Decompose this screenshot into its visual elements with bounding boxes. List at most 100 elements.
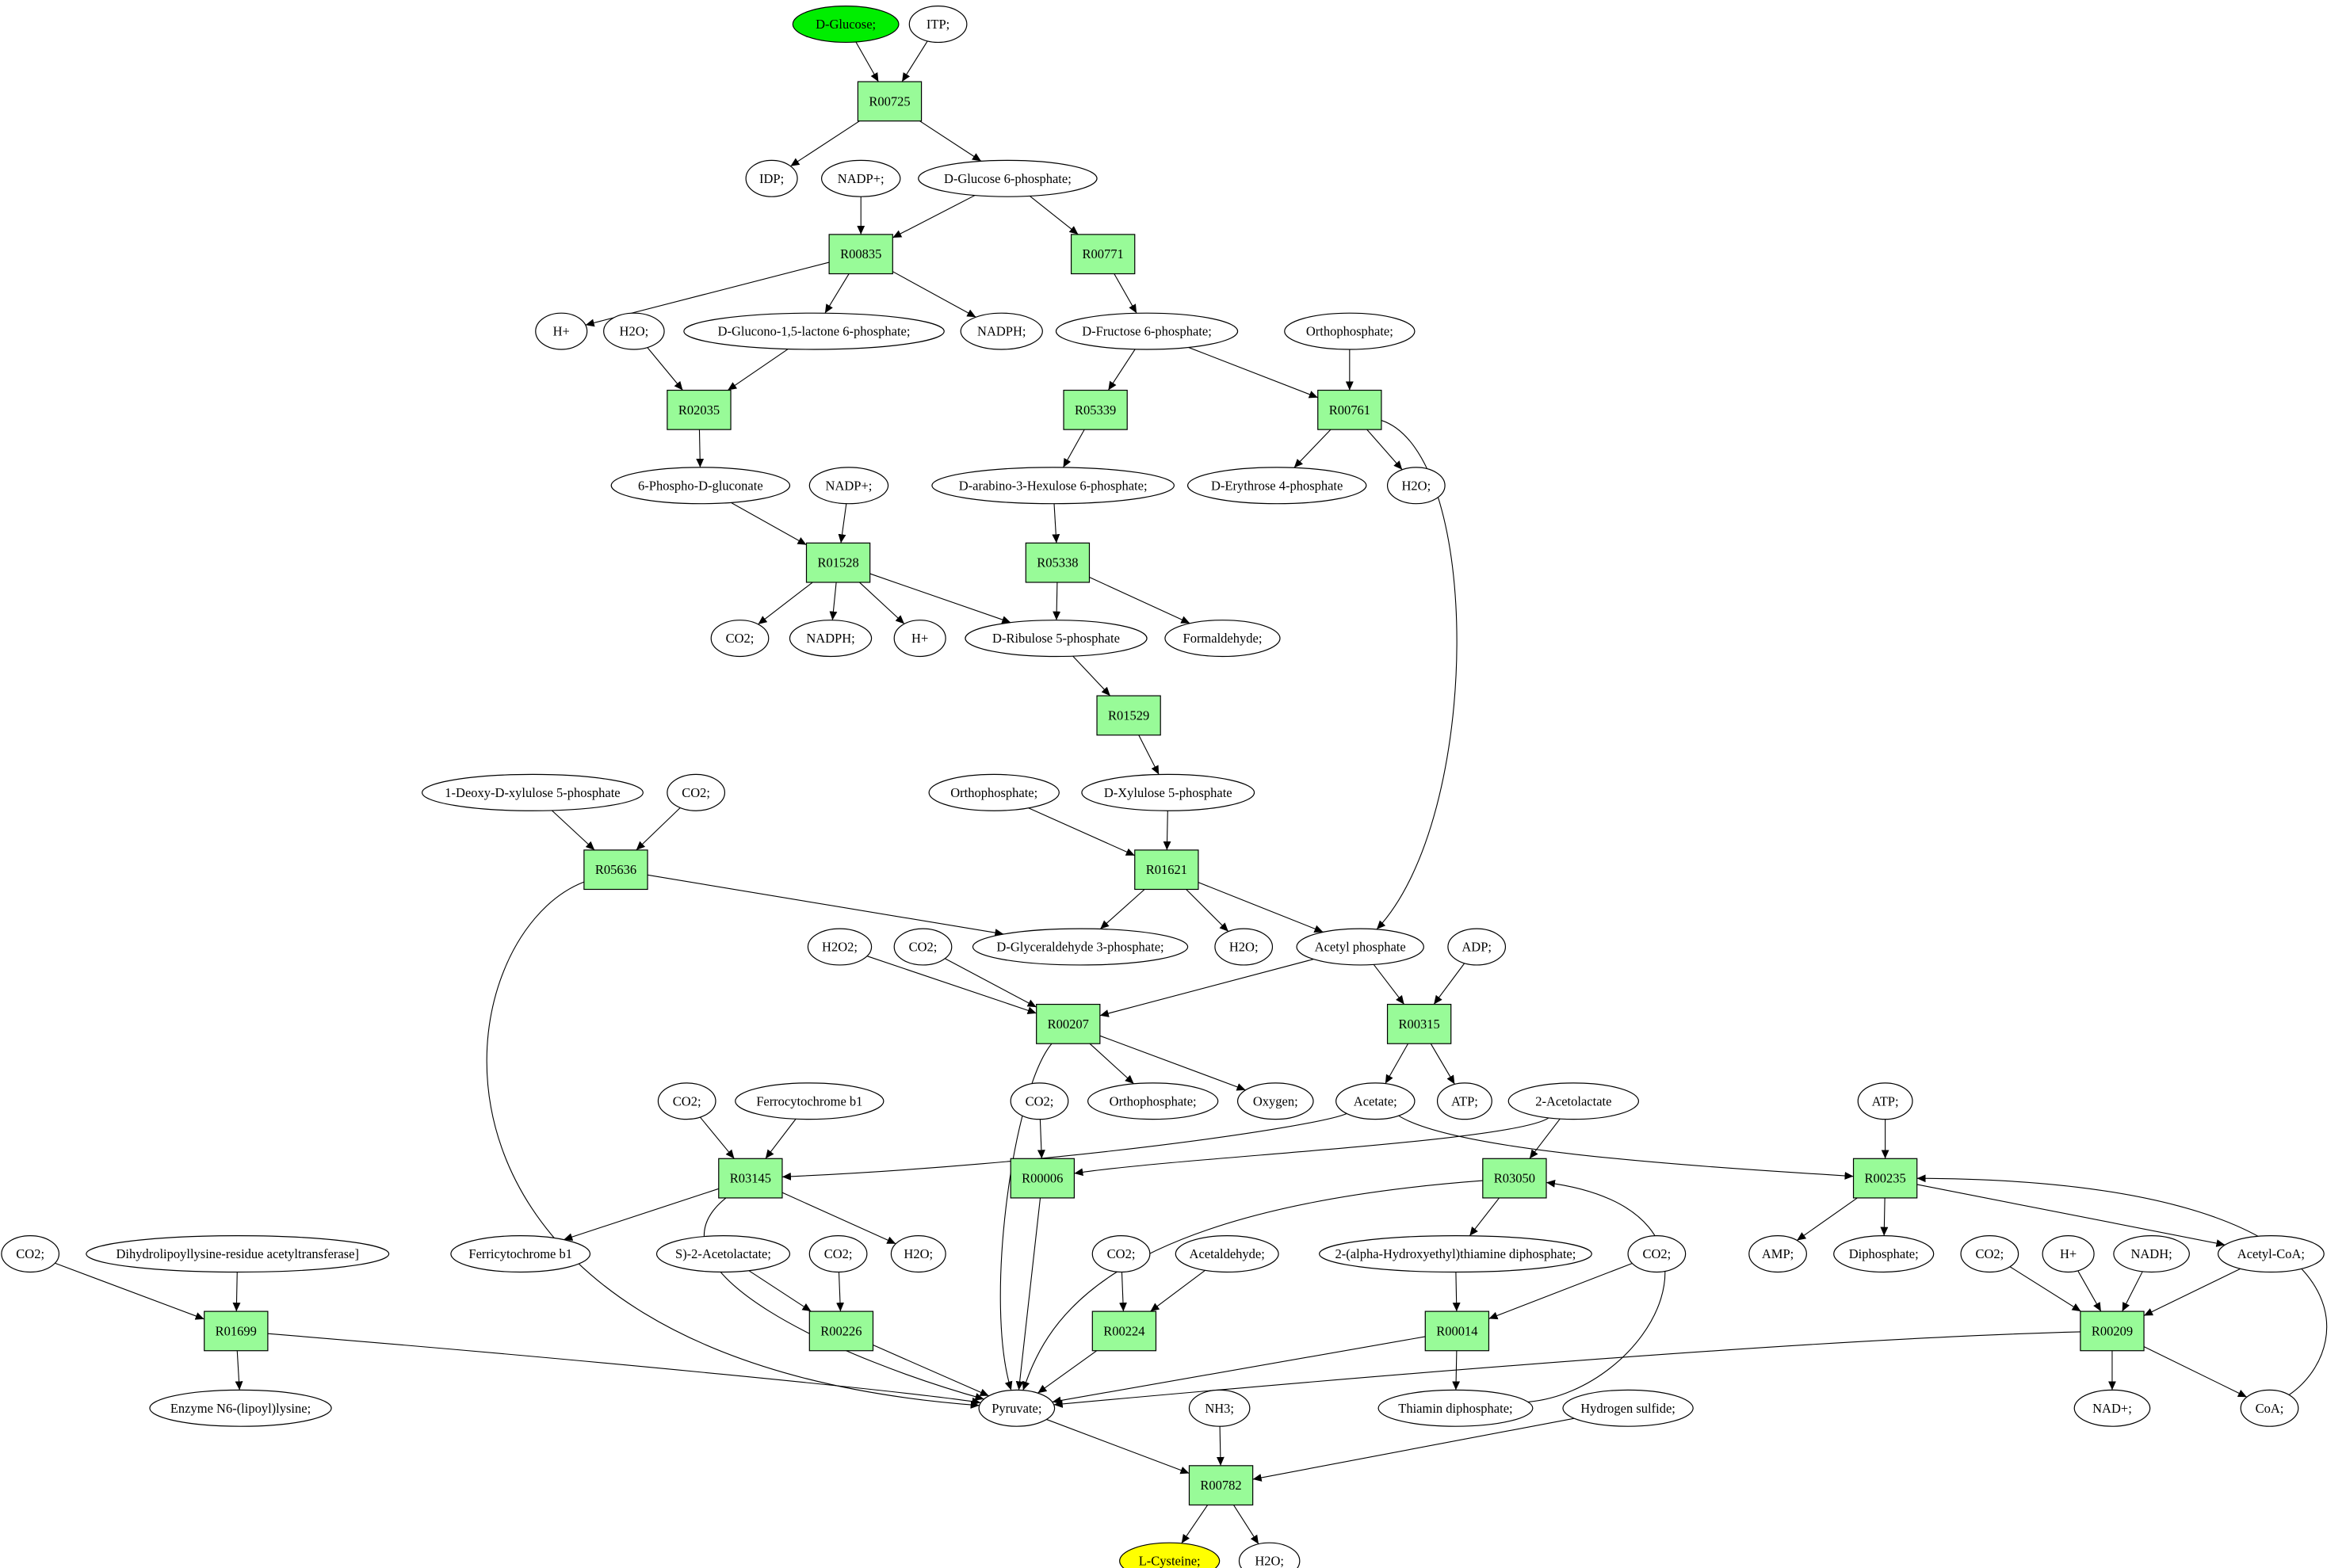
node-label: Acetyl-CoA; [2237,1246,2305,1261]
reaction-box [1482,1158,1547,1199]
metabolite-ellipse [1087,1082,1219,1120]
metabolite-node-pgluconate: 6-Phospho-D-gluconate [610,467,791,505]
edge-hethdp-to-r00014 [1452,1272,1461,1312]
metabolite-node-cys: L-Cysteine; [1119,1542,1221,1568]
edge-r01621-to-h2o3 [1186,889,1229,933]
node-label: NADPH; [806,631,854,646]
reaction-node-r00761: R00761 [1317,389,1382,430]
edge-r05338-to-ru5p [1053,582,1061,620]
reaction-box [1036,1003,1101,1044]
metabolite-ellipse [928,773,1060,811]
node-label: D-Erythrose 4-phosphate [1211,478,1343,493]
node-label: D-Fructose 6-phosphate; [1082,324,1212,339]
metabolite-ellipse [1175,1235,1279,1273]
edge-r03050-to-pyruvate [1022,1180,1483,1391]
metabolite-ellipse [978,1389,1056,1427]
metabolite-ellipse [1436,1082,1492,1120]
reaction-node-r00006: R00006 [1010,1158,1075,1199]
node-label: R03050 [1494,1171,1535,1186]
node-label: Dihydrolipoyllysine-residue acetyltransf… [116,1246,359,1261]
node-label: 1-Deoxy-D-xylulose 5-phosphate [445,785,620,800]
metabolite-node-nh3: NH3; [1188,1389,1251,1427]
metabolite-ellipse [808,467,889,505]
metabolite-ellipse [820,159,901,197]
node-label: R05339 [1075,402,1116,418]
metabolite-node-hexulose: D-arabino-3-Hexulose 6-phosphate; [931,467,1175,505]
metabolite-node-hethdp: 2-(alpha-Hydroxyethyl)thiamine diphospha… [1319,1235,1592,1273]
node-label: CO2; [673,1093,701,1108]
node-label: Orthophosphate; [1110,1093,1197,1108]
reaction-node-r00782: R00782 [1188,1465,1254,1506]
node-label: R00782 [1200,1478,1241,1493]
metabolite-node-h2o1: H2O; [603,312,665,350]
metabolite-node-nadph2: NADPH; [789,620,873,658]
metabolite-ellipse [808,1235,868,1273]
reaction-box [805,542,871,583]
metabolite-ellipse [1833,1235,1935,1273]
metabolite-node-dihydro: Dihydrolipoyllysine-residue acetyltransf… [86,1235,390,1273]
reaction-box [808,1310,874,1352]
node-label: NADH; [2130,1246,2172,1261]
edge-r01621-to-acp [1198,882,1324,933]
node-label: CO2; [726,631,755,646]
metabolite-ellipse [908,6,968,44]
edge-sacetolactate-to-r00226 [748,1270,812,1312]
node-label: D-arabino-3-Hexulose 6-phosphate; [959,478,1148,493]
metabolite-node-h2s: Hydrogen sulfide; [1562,1389,1694,1427]
metabolite-node-co2j: CO2; [1960,1235,2019,1273]
reaction-node-r05339: R05339 [1063,389,1128,430]
edge-r03145-to-pyruvate [703,1197,984,1401]
edge-r01528-to-co2a [758,582,813,625]
metabolite-ellipse [667,773,726,811]
node-label: ITP; [927,17,949,32]
edge-h2o2b-to-r00207 [866,956,1037,1015]
metabolite-node-ortho3: Orthophosphate; [1087,1082,1219,1120]
edge-r05339-to-hexulose [1062,429,1085,468]
node-label: R00224 [1103,1323,1144,1338]
edge-r00207-to-oxygen [1099,1035,1246,1091]
node-label: H2O2; [822,940,858,955]
node-label: Hydrogen sulfide; [1580,1401,1675,1416]
reaction-node-r00771: R00771 [1070,234,1136,275]
reaction-node-r01528: R01528 [805,542,871,583]
edge-r00235-to-ppi [1880,1197,1889,1236]
node-label: Pyruvate; [992,1401,1041,1416]
reaction-node-r00014: R00014 [1424,1310,1490,1352]
metabolite-node-nadh: NADH; [2113,1235,2190,1273]
metabolite-ellipse [1236,1082,1314,1120]
node-label: CoA; [2256,1401,2284,1416]
reaction-node-r00207: R00207 [1036,1003,1101,1044]
edge-r01528-to-ru5p [869,573,1011,624]
metabolite-ellipse [1238,1542,1301,1568]
reaction-node-r00725: R00725 [857,81,923,122]
metabolite-ellipse [1377,1389,1534,1427]
edge-r05338-to-formaldehyde [1089,577,1190,624]
edge-r00782-to-cys [1181,1505,1209,1544]
reaction-node-r01699: R01699 [204,1310,269,1352]
node-label: Acetyl phosphate [1315,940,1406,955]
reaction-box [1188,1465,1254,1506]
metabolite-ellipse [86,1235,390,1273]
reaction-box [857,81,923,122]
metabolite-node-xu5p: D-Xylulose 5-phosphate [1081,773,1255,811]
reaction-node-r00315: R00315 [1386,1003,1452,1044]
metabolite-node-h2o3: H2O; [1214,928,1274,966]
node-label: D-Glucono-1,5-lactone 6-phosphate; [718,324,911,339]
edge-coa-to-r00235 [1916,1174,2328,1395]
node-label: NADPH; [977,324,1026,339]
edge-ru5p-to-r01529 [1072,655,1111,696]
metabolite-node-h3: H+ [893,620,946,658]
edge-tdp-to-r03050 [1527,1179,1666,1402]
metabolite-node-adp: ADP; [1447,928,1507,966]
edge-g6p-to-r00771 [1030,196,1079,235]
edge-nh3-to-r00782 [1216,1426,1225,1466]
node-label: R05636 [595,862,636,877]
edge-r00224-to-pyruvate [1037,1350,1098,1394]
metabolite-node-h2o5: H2O; [1238,1542,1301,1568]
metabolite-node-co2h: CO2; [1091,1235,1151,1273]
edge-r05636-to-gap [647,874,1004,937]
metabolite-node-co2c: CO2; [893,928,953,966]
edge-glc-to-r00725 [855,41,879,82]
node-label: H2O; [1229,940,1259,955]
edge-r05636-to-pyruvate [486,881,980,1409]
